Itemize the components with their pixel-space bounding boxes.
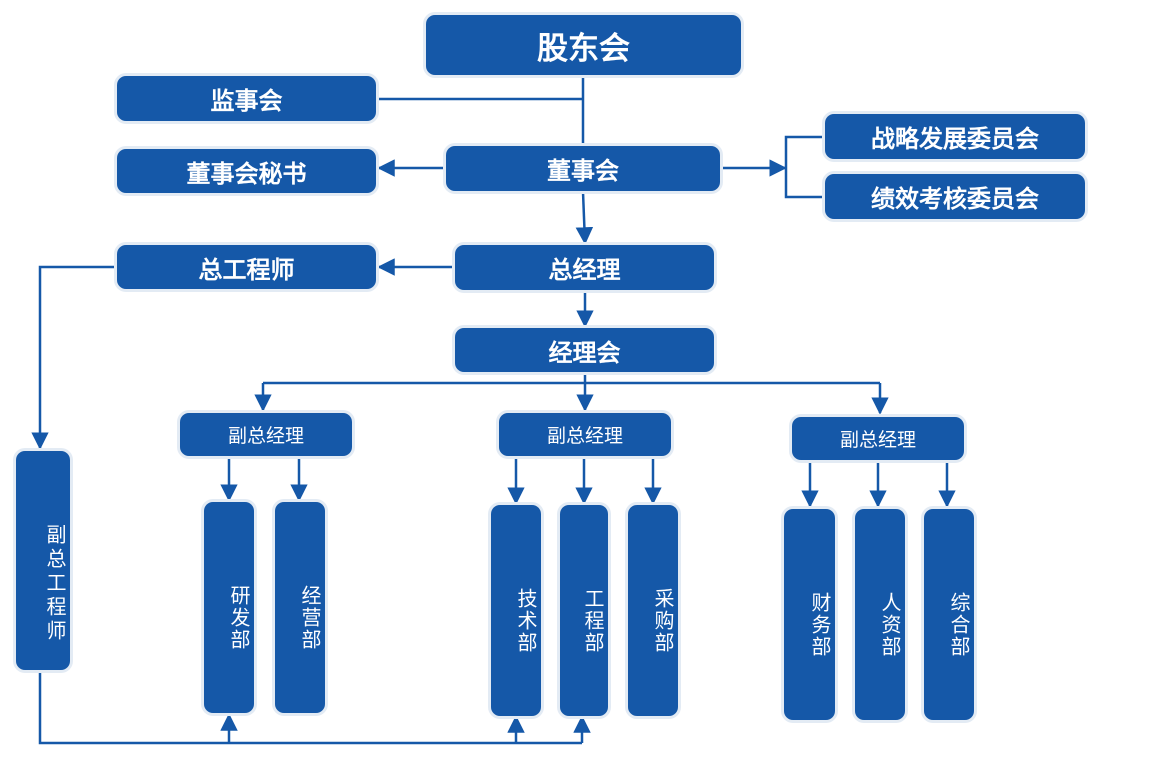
deputy-gm-1-label: 副总经理	[227, 425, 304, 447]
deputy-gm-3-box: 副总经理	[792, 417, 964, 460]
chief-engineer-box: 总工程师	[117, 245, 376, 289]
strategy-committee-box: 战略发展委员会	[825, 114, 1085, 159]
dept-engineering-label: 工程部	[581, 587, 605, 654]
deputy-gm-2-box: 副总经理	[499, 413, 671, 456]
board-label: 董事会	[547, 157, 619, 185]
deputy-gm-1-box: 副总经理	[180, 413, 352, 456]
strategy-committee-label: 战略发展委员会	[871, 125, 1039, 153]
manager-meeting-label: 经理会	[548, 338, 621, 367]
shareholders-box: 股东会	[426, 15, 741, 75]
general-manager-box: 总经理	[455, 245, 714, 290]
performance-committee-box: 绩效考核委员会	[825, 174, 1085, 219]
dept-procurement-box: 采购部	[628, 505, 678, 716]
supervisors-label: 监事会	[210, 87, 283, 115]
supervisors-box: 监事会	[117, 76, 376, 121]
performance-committee-label: 绩效考核委员会	[871, 185, 1039, 213]
dept-engineering-box: 工程部	[560, 505, 608, 716]
deputy-chief-engineer-label: 副总工程师	[43, 523, 67, 644]
board-secretary-label: 董事会秘书	[186, 159, 307, 188]
dept-finance-box: 财务部	[784, 509, 835, 720]
dept-general-label: 综合部	[947, 591, 971, 658]
board-secretary-box: 董事会秘书	[117, 149, 376, 193]
dept-general-box: 综合部	[924, 509, 974, 720]
chief-engineer-label: 总工程师	[198, 255, 295, 284]
deputy-chief-engineer-box: 副总工程师	[16, 451, 70, 670]
deputy-gm-3-label: 副总经理	[839, 429, 916, 451]
dept-rd-box: 研发部	[204, 502, 254, 713]
shareholders-label: 股东会	[537, 30, 630, 67]
manager-meeting-box: 经理会	[455, 328, 714, 372]
deputy-gm-2-label: 副总经理	[546, 425, 623, 447]
general-manager-label: 总经理	[548, 256, 621, 284]
dept-operations-box: 经营部	[275, 502, 325, 713]
dept-finance-label: 财务部	[808, 591, 832, 658]
board-box: 董事会	[446, 146, 720, 191]
dept-operations-label: 经营部	[298, 584, 322, 651]
dept-rd-label: 研发部	[227, 584, 251, 651]
dept-technology-box: 技术部	[491, 505, 541, 716]
dept-hr-box: 人资部	[855, 509, 905, 720]
dept-hr-label: 人资部	[878, 591, 902, 658]
dept-technology-label: 技术部	[514, 587, 538, 654]
dept-procurement-label: 采购部	[651, 587, 675, 654]
